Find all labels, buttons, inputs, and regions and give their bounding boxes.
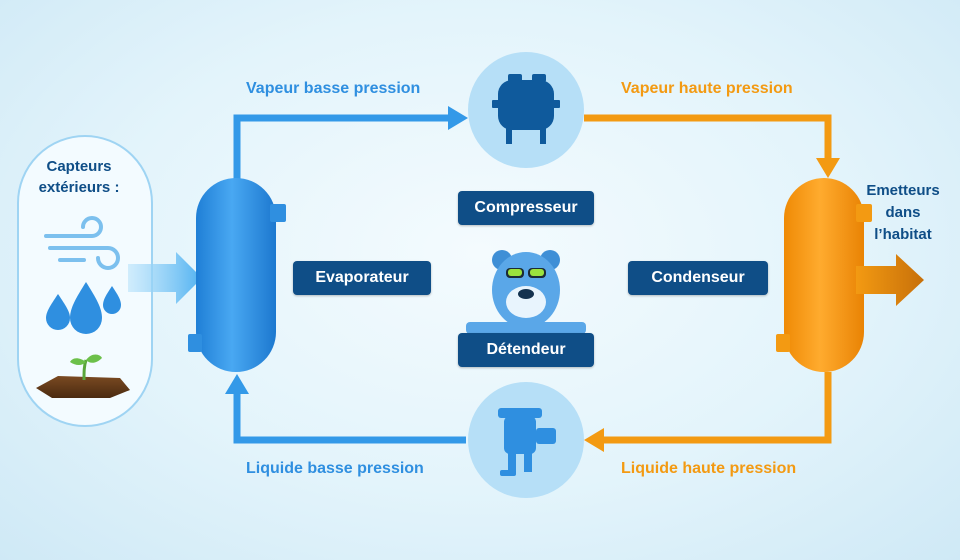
emitters-title-line2: dans: [885, 204, 921, 221]
evaporator-label: Evaporateur: [293, 261, 431, 295]
flow-label-low-pressure-vapour: Vapeur basse pression: [246, 80, 421, 97]
emitters-title-line3: l’habitat: [874, 226, 932, 243]
pipe-arrowhead-to-compressor: [448, 106, 468, 130]
condenser-label: Condenseur: [628, 261, 768, 295]
pipe-high-pressure-liquid: [602, 372, 832, 444]
flow-label-high-pressure-vapour: Vapeur haute pression: [621, 80, 793, 97]
flow-label-high-pressure-liquid: Liquide haute pression: [621, 460, 797, 477]
pipe-low-pressure-liquid: [233, 392, 466, 444]
expansion-valve-icon: [498, 408, 556, 476]
pipe-arrowhead-to-valve: [584, 428, 604, 452]
flow-label-low-pressure-liquid: Liquide basse pression: [246, 460, 424, 477]
outdoor-sensors-title: Capteurs extérieurs :: [24, 156, 134, 198]
condenser-tank: [776, 178, 872, 372]
emitters-title-line1: Emetteurs: [866, 182, 940, 199]
compressor-label: Compresseur: [458, 191, 594, 225]
cold-inlet-arrow: [128, 252, 202, 304]
emitters-title: Emetteurs dans l’habitat: [848, 180, 958, 246]
evaporator-tank: [188, 178, 286, 372]
expansion-valve-label: Détendeur: [458, 333, 594, 367]
pipe-arrowhead-to-evaporator: [225, 374, 249, 394]
pipe-high-pressure-vapour: [584, 114, 832, 160]
soil-sprout-icon: [36, 354, 130, 398]
outdoor-sensors-title-line2: extérieurs :: [38, 179, 120, 196]
pipe-arrowhead-to-condenser: [816, 158, 840, 178]
pipe-low-pressure-vapour: [233, 114, 450, 186]
bear-mascot-icon: [466, 250, 586, 334]
outdoor-sensors-title-line1: Capteurs: [46, 158, 112, 175]
wind-icon: [44, 216, 120, 270]
water-drops-icon: [46, 282, 121, 334]
hot-outlet-arrow: [856, 254, 924, 306]
compressor-icon: [492, 74, 560, 144]
